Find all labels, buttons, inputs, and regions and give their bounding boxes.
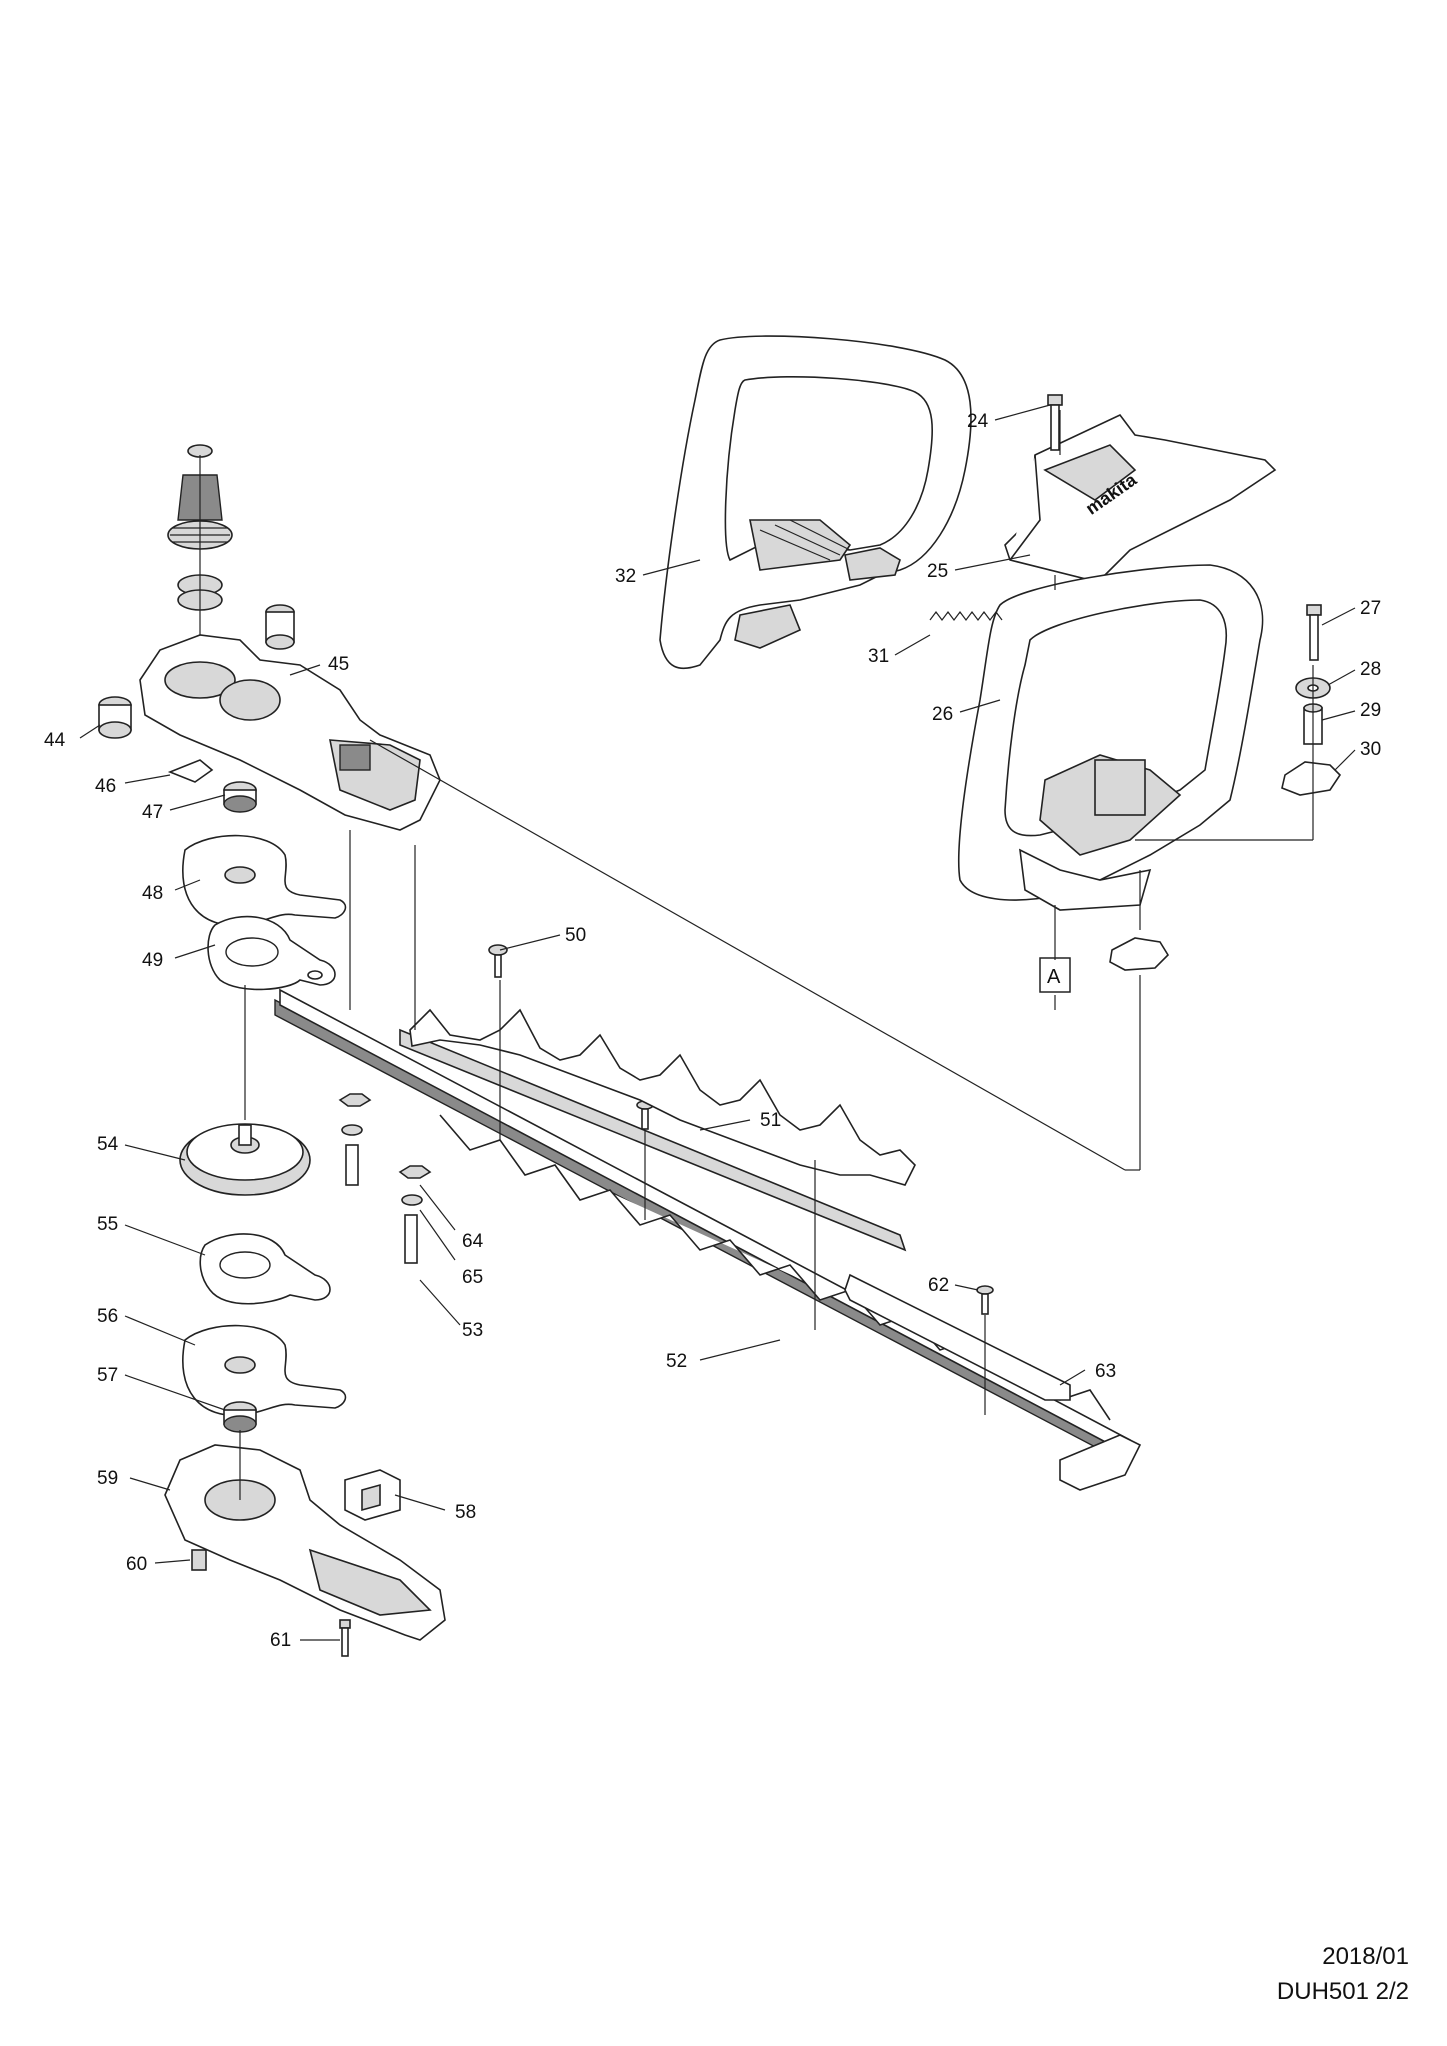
- rubber-bush-pair: [265, 604, 295, 650]
- label-31: 31: [868, 646, 889, 667]
- switch-cover-part-25: makita: [1004, 413, 1277, 581]
- label-58: 58: [455, 1502, 476, 1523]
- nut-part-30: [1281, 761, 1342, 796]
- plate-part-46: [167, 759, 214, 783]
- nut-pair-left: [338, 1093, 372, 1186]
- label-63: 63: [1095, 1361, 1116, 1382]
- plate-part-48: [182, 834, 347, 927]
- label-54: 54: [97, 1134, 119, 1155]
- label-52: 52: [666, 1351, 687, 1372]
- label-28: 28: [1360, 659, 1381, 680]
- label-27: 27: [1360, 598, 1381, 619]
- label-25: 25: [927, 561, 948, 582]
- upper-blade-part-51: [399, 1008, 916, 1252]
- label-48: 48: [142, 883, 163, 904]
- spring-part-31: [929, 611, 1003, 621]
- label-47: 47: [142, 802, 163, 823]
- label-50: 50: [565, 925, 586, 946]
- model-page-number: DUH501 2/2: [1276, 1978, 1409, 2005]
- ring-plate-part-49: [207, 915, 336, 991]
- reference-box-a: A: [1047, 966, 1061, 988]
- plate-part-56: [182, 1324, 347, 1417]
- gear-housing-cover-part-59: [164, 1444, 446, 1641]
- nut-part-64: [398, 1165, 432, 1179]
- label-24: 24: [967, 411, 989, 432]
- grease-nipple-part-60: [191, 1549, 207, 1571]
- screw-part-61: [339, 1619, 351, 1657]
- part-labels: 24 25 26 27 28 29 30 31 32 44 45 46 47 4…: [44, 411, 1381, 1651]
- screw-part-50: [488, 944, 508, 978]
- label-32: 32: [615, 566, 636, 587]
- label-55: 55: [97, 1214, 118, 1235]
- reference-box-a-frame: [1039, 957, 1071, 993]
- crank-gear-part-54: [179, 1123, 311, 1196]
- label-59: 59: [97, 1468, 118, 1489]
- label-61: 61: [270, 1630, 291, 1651]
- damper-part-44: [98, 696, 132, 739]
- label-29: 29: [1360, 700, 1381, 721]
- screw-part-24: [1047, 394, 1063, 451]
- blade-cover-part-63: [844, 1273, 1071, 1401]
- leader-lines: [79, 404, 1356, 1641]
- label-26: 26: [932, 704, 953, 725]
- label-46: 46: [95, 776, 116, 797]
- pad-part-58: [344, 1469, 401, 1521]
- label-64: 64: [462, 1231, 484, 1252]
- label-65: 65: [462, 1267, 483, 1288]
- gear-housing-part-45: [139, 634, 441, 831]
- revision-date: 2018/01: [1322, 1943, 1409, 1970]
- bearing-part-57: [223, 1401, 257, 1433]
- label-45: 45: [328, 654, 349, 675]
- screw-part-27: [1306, 604, 1322, 661]
- label-60: 60: [126, 1554, 147, 1575]
- washer-part-65: [401, 1194, 423, 1206]
- screw-part-53: [404, 1214, 418, 1264]
- label-56: 56: [97, 1306, 118, 1327]
- label-57: 57: [97, 1365, 118, 1386]
- label-30: 30: [1360, 739, 1381, 760]
- front-handle-part-26: [957, 564, 1264, 911]
- armature-assembly: [167, 444, 233, 670]
- ring-plate-part-55: [199, 1233, 331, 1305]
- rear-handle-part-32: [659, 335, 972, 670]
- assembly-guide-lines: [239, 410, 1314, 1500]
- label-53: 53: [462, 1320, 483, 1341]
- nut-ref-a: [1109, 937, 1170, 971]
- bearing-part-47: [223, 781, 257, 813]
- label-49: 49: [142, 950, 163, 971]
- screw-part-62: [976, 1285, 994, 1315]
- label-51: 51: [760, 1110, 781, 1131]
- label-62: 62: [928, 1275, 949, 1296]
- label-44: 44: [44, 730, 66, 751]
